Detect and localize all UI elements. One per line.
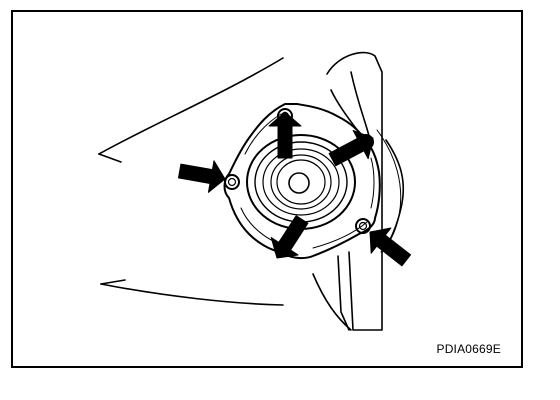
- arrow-icon: [177, 160, 226, 193]
- figure-code: PDIA0669E: [436, 342, 501, 356]
- arrow-icon: [268, 111, 302, 159]
- arrow-icon: [270, 215, 309, 259]
- figure-frame: PDIA0669E: [11, 10, 523, 368]
- engine-block: [98, 51, 405, 331]
- water-pump-illustration: [98, 51, 412, 331]
- arrow-icon: [328, 129, 374, 167]
- arrow-icon: [369, 227, 412, 267]
